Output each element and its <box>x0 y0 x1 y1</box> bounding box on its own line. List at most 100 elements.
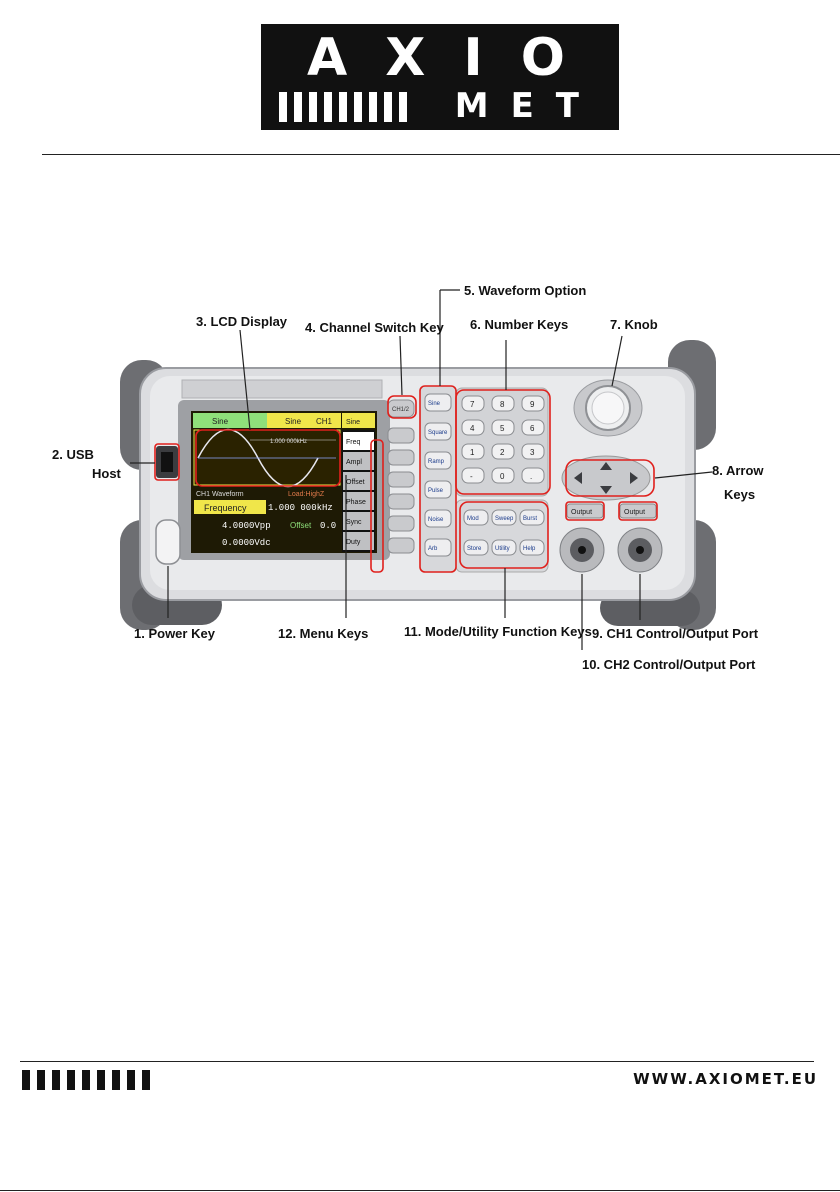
mode-key-label: Store <box>467 546 482 552</box>
waveform-key[interactable] <box>424 451 452 470</box>
logo-top-word: AXIO <box>307 28 603 88</box>
number-key[interactable] <box>521 419 545 436</box>
lcd-param-label: Frequency <box>204 503 247 513</box>
number-key-label: 3 <box>530 448 535 457</box>
page-edge-rule <box>0 1190 840 1191</box>
menu-key[interactable] <box>387 427 415 444</box>
mode-key[interactable] <box>463 539 489 556</box>
number-key-label: . <box>530 472 532 481</box>
number-key[interactable] <box>521 467 545 484</box>
number-key[interactable] <box>521 395 545 412</box>
mode-key-label: Sweep <box>495 516 514 522</box>
callout-arrow-keys: 8. Arrow <box>712 463 764 478</box>
number-key-label: - <box>470 472 473 481</box>
number-key[interactable] <box>491 467 515 484</box>
mode-key-label: Help <box>523 546 536 552</box>
waveform-key[interactable] <box>424 509 452 528</box>
logo-bars <box>279 92 407 122</box>
lcd-menu-item <box>343 512 374 530</box>
lcd-menu-item <box>343 472 374 490</box>
waveform-key[interactable] <box>424 422 452 441</box>
mode-key[interactable] <box>491 509 517 526</box>
lcd-menu-item <box>343 492 374 510</box>
callout-arrow-keys-2: Keys <box>724 487 756 502</box>
lcd-tab-mid: Sine <box>285 417 302 426</box>
mode-key[interactable] <box>491 539 517 556</box>
lcd-status-right: Load:HighZ <box>288 491 325 498</box>
menu-key[interactable] <box>387 493 415 510</box>
menu-key[interactable] <box>387 471 415 488</box>
lcd-offset-value: 0.0 <box>320 521 336 531</box>
number-key-label: 6 <box>530 424 535 433</box>
callout-usb-host: 2. USB <box>52 447 94 462</box>
callout-ch2-port: 10. CH2 Control/Output Port <box>582 657 756 672</box>
number-key[interactable] <box>461 443 485 460</box>
lcd-status-line: CH1 Waveform <box>196 491 244 498</box>
callout-power-key: 1. Power Key <box>134 626 215 641</box>
arrow-left-key <box>574 472 582 484</box>
output-label-ch2: Output <box>624 509 645 516</box>
power-key <box>155 519 181 565</box>
arrow-up-key <box>600 462 612 470</box>
brand-logo: AXIO MET <box>261 24 619 130</box>
lcd-menu-item <box>343 452 374 470</box>
callout-number-keys: 6. Number Keys <box>470 317 569 332</box>
mode-key-label: Utility <box>495 546 510 552</box>
header-rule <box>42 154 840 155</box>
waveform-key[interactable] <box>424 393 452 412</box>
arrow-right-key <box>630 472 638 484</box>
lcd-ampl-value: 4.0000Vpp <box>222 521 271 531</box>
menu-key[interactable] <box>387 537 415 554</box>
callout-ch1-port: 9. CH1 Control/Output Port <box>592 626 759 641</box>
mode-key[interactable] <box>519 509 545 526</box>
lcd-menu-item-label: Offset <box>346 479 365 486</box>
waveform-key-label: Sine <box>428 401 441 407</box>
ch1-output-connector <box>578 546 586 554</box>
menu-key[interactable] <box>387 515 415 532</box>
lcd-menu-item-label: Ampl <box>346 459 362 466</box>
number-key-label: 2 <box>500 448 505 457</box>
number-key[interactable] <box>491 419 515 436</box>
lcd-menu-item <box>343 432 374 450</box>
number-key[interactable] <box>461 395 485 412</box>
footer-rule <box>20 1061 814 1062</box>
callout-menu-keys: 12. Menu Keys <box>278 626 369 641</box>
waveform-key[interactable] <box>424 480 452 499</box>
lcd-menu-item-label: Sync <box>346 519 362 526</box>
mode-key[interactable] <box>519 539 545 556</box>
menu-key[interactable] <box>387 449 415 466</box>
lcd-menu-item-label: Duty <box>346 539 361 546</box>
callout-mode-utility: 11. Mode/Utility Function Keys <box>404 624 592 639</box>
lcd-menu-header: Sine <box>346 419 360 426</box>
arrow-down-key <box>600 486 612 494</box>
number-key[interactable] <box>491 443 515 460</box>
mode-key-label: Burst <box>523 516 537 522</box>
waveform-key-label: Square <box>428 430 448 436</box>
mode-key-label: Mod <box>467 516 479 522</box>
logo-bottom-word: MET <box>454 86 601 126</box>
number-key[interactable] <box>491 395 515 412</box>
callout-waveform-option: 5. Waveform Option <box>464 283 587 298</box>
lcd-offset-label: Offset <box>290 521 312 530</box>
lcd-menu-item <box>343 532 374 550</box>
lcd-freq-marker: 1.000 000kHz <box>270 439 307 445</box>
waveform-key[interactable] <box>424 538 452 557</box>
lcd-menu-item-label: Freq <box>346 439 361 446</box>
number-key-label: 1 <box>470 448 475 457</box>
footer-url: WWW.AXIOMET.EU <box>633 1070 818 1088</box>
menu-keys <box>387 427 415 554</box>
number-key-label: 8 <box>500 400 505 409</box>
number-key[interactable] <box>521 443 545 460</box>
footer-bars <box>22 1070 150 1090</box>
waveform-key-label: Pulse <box>428 488 444 494</box>
number-key-label: 0 <box>500 472 505 481</box>
number-key[interactable] <box>461 419 485 436</box>
ch2-output-connector <box>636 546 644 554</box>
mode-key[interactable] <box>463 509 489 526</box>
number-key[interactable] <box>461 467 485 484</box>
